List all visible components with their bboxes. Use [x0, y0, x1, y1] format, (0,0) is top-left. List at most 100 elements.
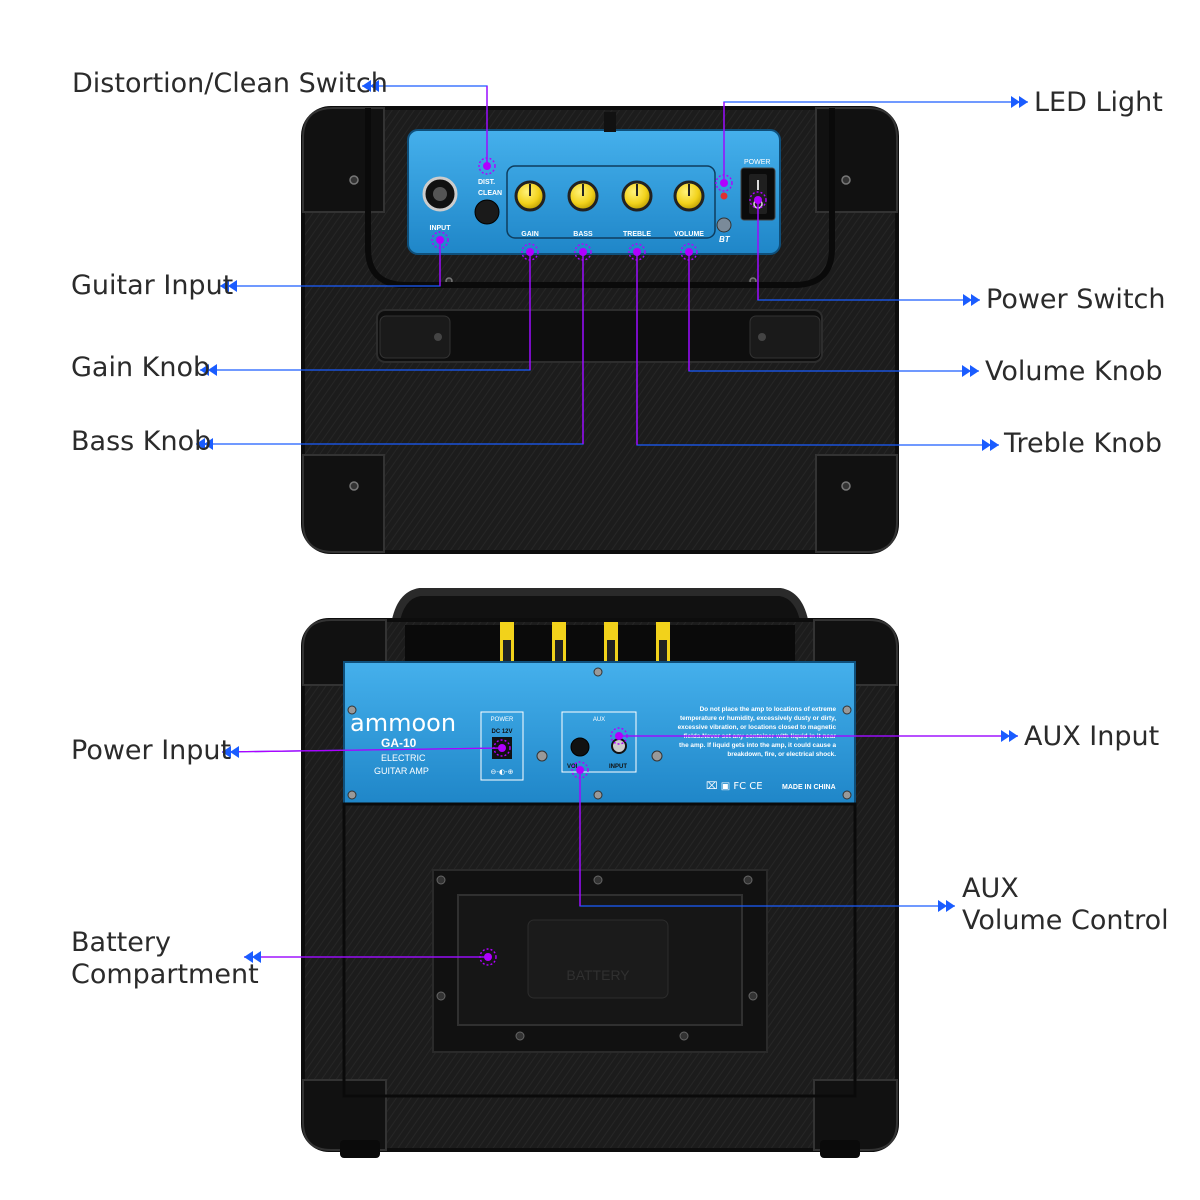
- arrow-gain-knob-1: [208, 364, 217, 376]
- arrow-bass-knob-1: [204, 438, 213, 450]
- arrow-gain-knob-0: [200, 364, 209, 376]
- made-in-label: MADE IN CHINA: [782, 784, 836, 791]
- label-led-light: LED Light: [1034, 87, 1163, 118]
- arrow-treble-knob-1: [982, 439, 991, 451]
- marker-dot-gain-knob: [526, 248, 534, 256]
- arrow-power-switch-0: [971, 294, 980, 306]
- marker-ring-battery: [479, 948, 497, 966]
- leader-lines: [196, 85, 1028, 958]
- marker-dot-bass-knob: [579, 248, 587, 256]
- arrow-power-switch-1: [963, 294, 972, 306]
- label-distortion-clean-switch: Distortion/Clean Switch: [72, 68, 388, 99]
- arrow-guitar-input-1: [228, 280, 237, 292]
- label-treble-knob: Treble Knob: [1004, 428, 1162, 459]
- label-guitar-input: Guitar Input: [71, 270, 234, 301]
- power-input-title: POWER: [491, 717, 514, 723]
- arrow-power-input-0: [222, 746, 231, 758]
- marker-dot-dist-clean: [483, 162, 491, 170]
- marker-ring-power-switch: [749, 191, 767, 209]
- marker-ring-aux-volume: [571, 761, 589, 779]
- panel-input-label: INPUT: [430, 225, 452, 232]
- marker-dot-guitar-input: [436, 236, 444, 244]
- marker-ring-dist-clean: [478, 157, 496, 175]
- aux-title: AUX: [593, 717, 605, 723]
- marker-ring-treble-knob: [628, 243, 646, 261]
- marker-ring-guitar-input: [431, 231, 449, 249]
- callout-markers: [431, 157, 767, 966]
- label-battery-compartment: Battery Compartment: [71, 927, 259, 990]
- battery-compartment: BATTERY: [432, 869, 768, 1053]
- label-aux-volume-control: AUX Volume Control: [962, 873, 1169, 936]
- svg-text:⌧ ▣ FC CE: ⌧ ▣ FC CE: [706, 781, 763, 792]
- bt-label: BT: [719, 235, 731, 244]
- rear-view-amp: ammoon GA-10 ELECTRIC GUITAR AMP POWER D…: [301, 588, 899, 1158]
- arrow-aux-volume-1: [938, 900, 947, 912]
- arrow-power-input-1: [230, 746, 239, 758]
- marker-dot-treble-knob: [633, 248, 641, 256]
- arrow-battery-1: [252, 951, 261, 963]
- label-bass-knob: Bass Knob: [71, 426, 212, 457]
- arrow-aux-input-0: [1009, 730, 1018, 742]
- volume-knob[interactable]: [673, 180, 705, 212]
- top-handle: [376, 309, 823, 363]
- aux-input-jack[interactable]: [611, 738, 627, 754]
- marker-dot-power-switch: [754, 196, 762, 204]
- marker-dot-volume-knob: [685, 248, 693, 256]
- bt-button[interactable]: [716, 217, 732, 233]
- marker-ring-bass-knob: [574, 243, 592, 261]
- power-label: POWER: [744, 159, 770, 166]
- bass-knob[interactable]: [567, 180, 599, 212]
- arrow-battery-0: [244, 951, 253, 963]
- marker-ring-aux-input: [610, 727, 628, 745]
- led-light: [720, 192, 728, 200]
- battery-label: BATTERY: [566, 967, 630, 983]
- treble-knob[interactable]: [621, 180, 653, 212]
- brand-logo: ammoon: [350, 709, 456, 737]
- model-label: GA-10: [381, 736, 417, 750]
- input-jack-icon: [422, 176, 458, 212]
- knob-label-volume: VOLUME: [674, 231, 704, 238]
- label-aux-input: AUX Input: [1024, 721, 1160, 752]
- knobs: [514, 180, 705, 212]
- panel-dist-label: DIST.: [478, 179, 495, 186]
- top-view-amp: INPUT DIST. CLEAN GAIN: [301, 106, 899, 554]
- knob-label-gain: GAIN: [521, 231, 539, 238]
- leader-accent-power-input: [221, 747, 503, 753]
- arrow-dist-clean-0: [362, 80, 371, 92]
- arrow-bass-knob-0: [196, 438, 205, 450]
- electric-label: ELECTRIC: [381, 753, 426, 763]
- marker-ring-led-light: [715, 174, 733, 192]
- knob-label-treble: TREBLE: [623, 231, 651, 238]
- arrow-dist-clean-1: [370, 80, 379, 92]
- marker-dot-power-input: [498, 744, 506, 752]
- dc-label: DC 12V: [491, 729, 512, 735]
- dist-clean-switch[interactable]: [474, 199, 500, 225]
- arrow-led-light-0: [1019, 96, 1028, 108]
- arrow-aux-volume-0: [946, 900, 955, 912]
- marker-ring-gain-knob: [521, 243, 539, 261]
- marker-dot-led-light: [720, 179, 728, 187]
- marker-dot-aux-input: [615, 732, 623, 740]
- guitar-amp-label: GUITAR AMP: [374, 766, 429, 776]
- label-gain-knob: Gain Knob: [71, 352, 211, 383]
- arrow-treble-knob-0: [990, 439, 999, 451]
- marker-dot-battery: [484, 953, 492, 961]
- label-power-switch: Power Switch: [986, 284, 1166, 315]
- rear-panel: [343, 661, 856, 805]
- arrow-led-light-1: [1011, 96, 1020, 108]
- arrow-volume-knob-0: [970, 365, 979, 377]
- aux-input-label: INPUT: [609, 764, 627, 770]
- marker-ring-volume-knob: [680, 243, 698, 261]
- warning-text: Do not place the amp to locations of ext…: [677, 706, 836, 758]
- aux-volume-knob[interactable]: [570, 737, 590, 757]
- panel-clean-label: CLEAN: [478, 190, 502, 197]
- arrow-guitar-input-0: [220, 280, 229, 292]
- knob-label-bass: BASS: [573, 231, 593, 238]
- label-power-input: Power Input: [71, 735, 232, 766]
- marker-dot-aux-volume: [576, 766, 584, 774]
- arrow-aux-input-1: [1001, 730, 1010, 742]
- label-volume-knob: Volume Knob: [985, 356, 1163, 387]
- callout-arrows: [196, 80, 1028, 963]
- gain-knob[interactable]: [514, 180, 546, 212]
- marker-ring-power-input: [493, 739, 511, 757]
